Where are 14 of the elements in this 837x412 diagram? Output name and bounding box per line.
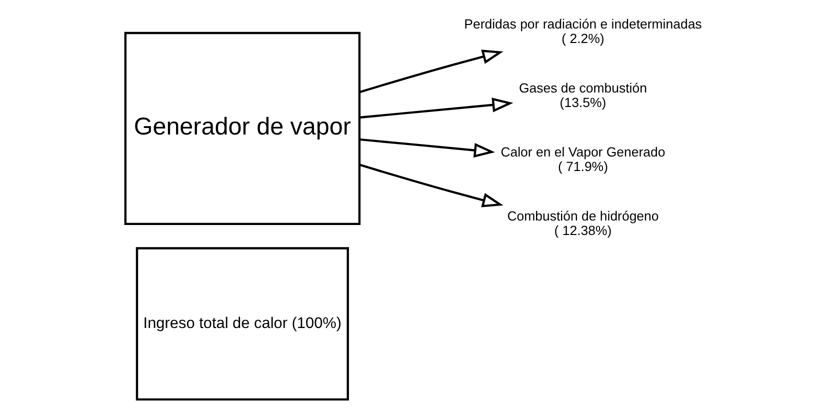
node-text: Perdidas por radiación e indeterminadas (464, 16, 702, 32)
arrow (359, 164, 504, 208)
node-text: Calor en el Vapor Generado (500, 144, 666, 160)
node-box: Generador de vapor (124, 32, 361, 226)
node-label: ( 2.2%) (562, 31, 604, 46)
node-text: Combustión de hidrógeno (507, 208, 659, 224)
arrow (359, 50, 504, 94)
arrow (359, 138, 496, 158)
node-label: ( 71.9%) (558, 159, 608, 174)
node-text: Gases de combustión (518, 80, 647, 96)
node-label: ( 12.38%) (554, 223, 612, 238)
node-box: Ingreso total de calor (100%) (136, 247, 349, 401)
node-label: (13.5%) (560, 95, 606, 110)
arrow (359, 98, 514, 119)
